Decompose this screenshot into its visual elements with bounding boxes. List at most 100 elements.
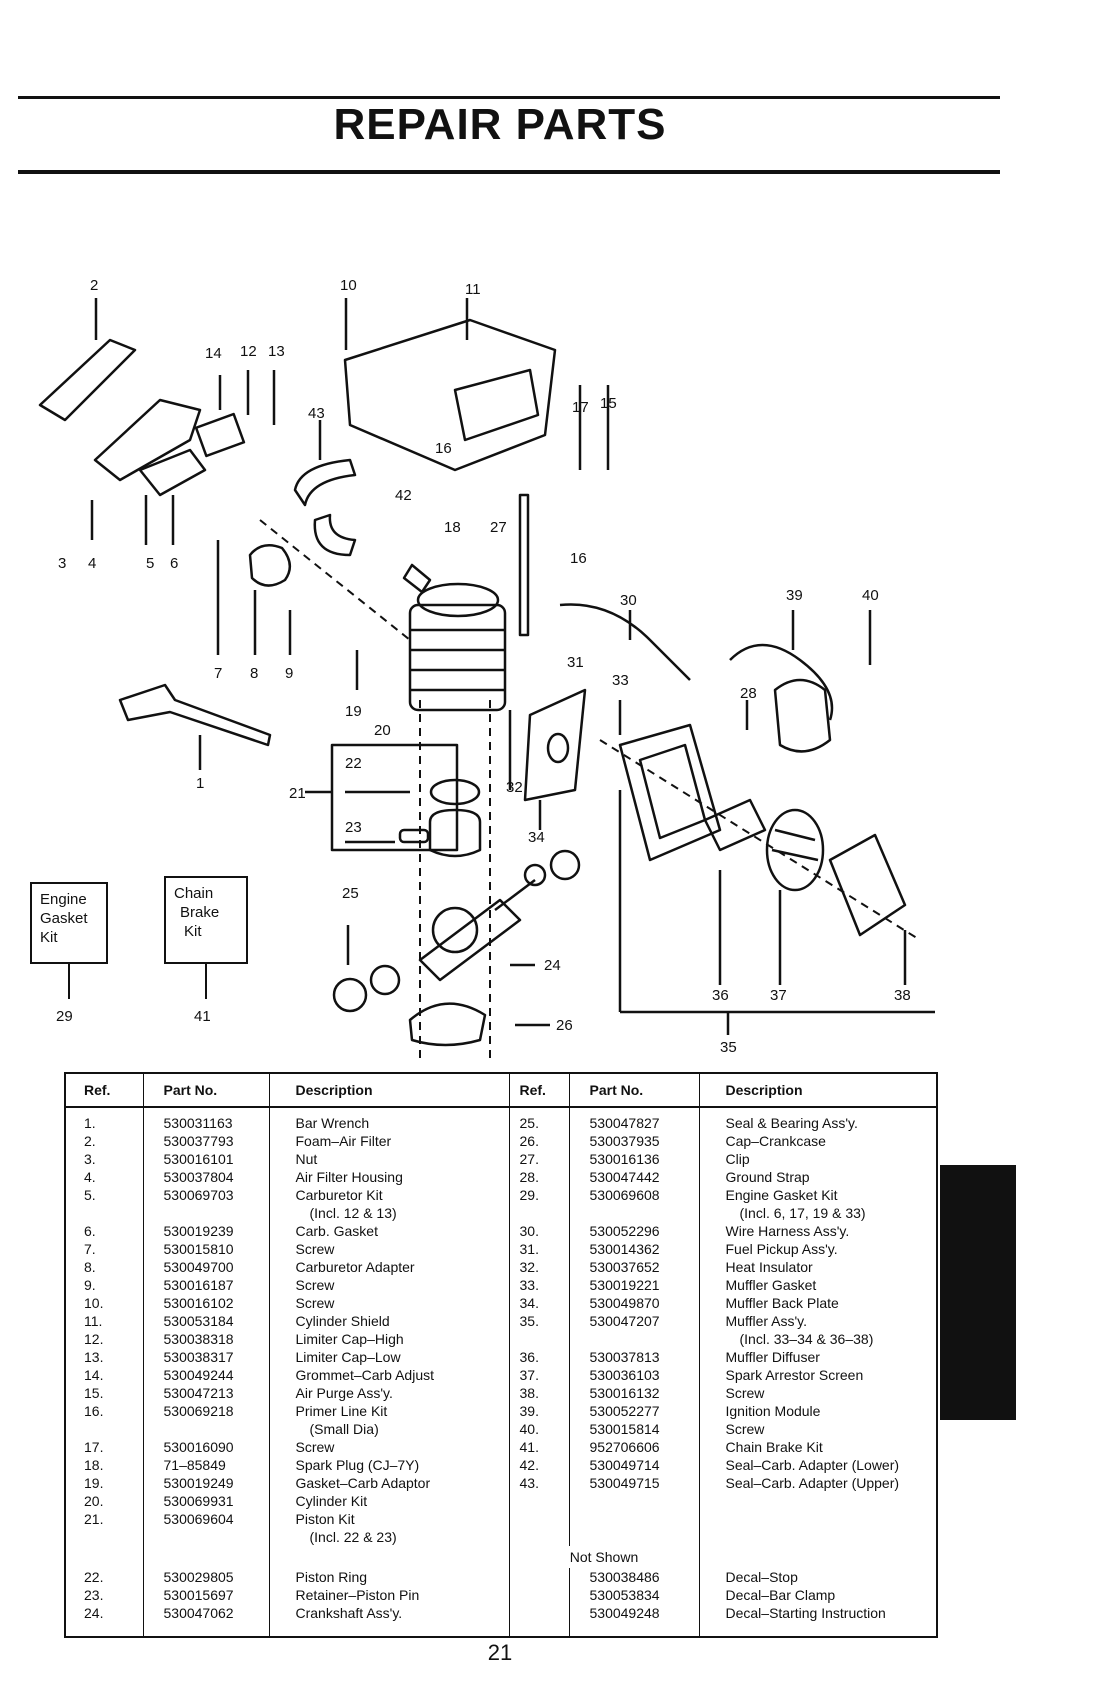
callout: 2 (90, 277, 98, 294)
callout: 23 (345, 819, 362, 836)
cell-part-no: 530069703 (142, 1186, 269, 1204)
cell-part-no (568, 1528, 699, 1546)
engine-gasket-kit-ref: 29 (56, 1008, 73, 1025)
cell-part-no: 530049248 (568, 1604, 699, 1637)
cell-part-no: 530037813 (568, 1348, 699, 1366)
cell-description: (Incl. 6, 17, 19 & 33) (698, 1204, 937, 1222)
cell-text: (Incl. 22 & 23) (309, 1529, 397, 1545)
cell-text: 530037813 (589, 1349, 660, 1365)
cell-text: Engine Gasket Kit (725, 1187, 838, 1203)
cell-text: Ignition Module (725, 1403, 821, 1419)
callout: 7 (214, 665, 222, 682)
cell-ref: 12. (65, 1330, 143, 1348)
cell-ref (508, 1492, 569, 1510)
cell-text: Decal–Bar Clamp (725, 1587, 836, 1603)
parts-table: Ref. Part No. Description Ref. Part No. … (64, 1072, 938, 1638)
cell-text: 530047062 (163, 1605, 234, 1621)
cell-text: Limiter Cap–Low (295, 1349, 401, 1365)
cell-text: Carb. Gasket (295, 1223, 378, 1239)
cell-text: 530016102 (163, 1295, 234, 1311)
cell-text: 12. (84, 1331, 104, 1347)
callout: 14 (205, 345, 222, 362)
cell-part-no: 530016132 (568, 1384, 699, 1402)
part-seal-bearing-right (549, 849, 581, 881)
cell-ref: 11. (65, 1312, 143, 1330)
cell-description: Cylinder Kit (268, 1492, 509, 1510)
cell-text: 530069931 (163, 1493, 234, 1509)
callout: 24 (544, 957, 561, 974)
chain-brake-kit-ref: 41 (194, 1008, 211, 1025)
cell-ref: 1. (65, 1107, 143, 1132)
cell-text: 27. (519, 1151, 539, 1167)
cell-text: 6. (84, 1223, 96, 1239)
cell-part-no: 530036103 (568, 1366, 699, 1384)
cell-text: 38. (519, 1385, 539, 1401)
callout: 35 (720, 1039, 737, 1056)
cell-part-no: 530049870 (568, 1294, 699, 1312)
cell-part-no: 530052277 (568, 1402, 699, 1420)
cell-text: 530016132 (589, 1385, 660, 1401)
cell-text: 22. (84, 1569, 104, 1585)
callout: 26 (556, 1017, 573, 1034)
callout: 17 (572, 399, 589, 416)
cell-text: Crankshaft Ass'y. (295, 1605, 403, 1621)
cell-text: 530016101 (163, 1151, 234, 1167)
cell-ref: 22. (65, 1568, 143, 1586)
cell-description: Seal–Carb. Adapter (Upper) (698, 1474, 937, 1492)
cell-description: Piston Kit (268, 1510, 509, 1528)
cell-part-no (568, 1492, 699, 1510)
cell-part-no: 530016136 (568, 1150, 699, 1168)
cell-description: (Incl. 12 & 13) (268, 1204, 509, 1222)
cell-part-no: 530049714 (568, 1456, 699, 1474)
cell-text: 530049248 (589, 1605, 660, 1621)
cell-ref: 8. (65, 1258, 143, 1276)
cell-text: Screw (295, 1241, 335, 1257)
cell-text: 530038318 (163, 1331, 234, 1347)
cell-ref: 7. (65, 1240, 143, 1258)
header-ref: Ref. (508, 1073, 569, 1108)
callout: 6 (170, 555, 178, 572)
cell-text: Grommet–Carb Adjust (295, 1367, 435, 1383)
cell-text: 530049700 (163, 1259, 234, 1275)
cell-text: 37. (519, 1367, 539, 1383)
cell-ref: 28. (508, 1168, 569, 1186)
cell-text: Muffler Back Plate (725, 1295, 839, 1311)
cell-description: Nut (268, 1150, 509, 1168)
cell-text: 35. (519, 1313, 539, 1329)
cell-text: Cap–Crankcase (725, 1133, 826, 1149)
callout: 9 (285, 665, 293, 682)
cell-text: (Small Dia) (309, 1421, 379, 1437)
part-ignition-module (773, 678, 832, 753)
cell-text: 28. (519, 1169, 539, 1185)
cell-part-no: 530047827 (568, 1107, 699, 1132)
cell-description: Limiter Cap–High (268, 1330, 509, 1348)
engine-gasket-kit-box: Engine Gasket Kit (30, 882, 108, 964)
cell-text: Spark Plug (CJ–7Y) (295, 1457, 420, 1473)
cell-part-no (142, 1420, 269, 1438)
cell-text: 530049714 (589, 1457, 660, 1473)
cell-text: 36. (519, 1349, 539, 1365)
cell-description: Decal–Bar Clamp (698, 1586, 937, 1604)
cell-ref: 5. (65, 1186, 143, 1204)
cell-text: 530037935 (589, 1133, 660, 1149)
cell-text: 13. (84, 1349, 104, 1365)
cell-text: Screw (725, 1385, 765, 1401)
cell-text: 43. (519, 1475, 539, 1491)
cell-ref: 32. (508, 1258, 569, 1276)
cell-description: Ignition Module (698, 1402, 937, 1420)
callout: 40 (862, 587, 879, 604)
cell-ref: 35. (508, 1312, 569, 1330)
cell-ref: 39. (508, 1402, 569, 1420)
cell-description: Decal–Starting Instruction (698, 1604, 937, 1637)
cell-ref: 13. (65, 1348, 143, 1366)
cell-ref: 29. (508, 1186, 569, 1204)
cell-part-no: 530038486 (568, 1568, 699, 1586)
cell-text: Heat Insulator (725, 1259, 813, 1275)
